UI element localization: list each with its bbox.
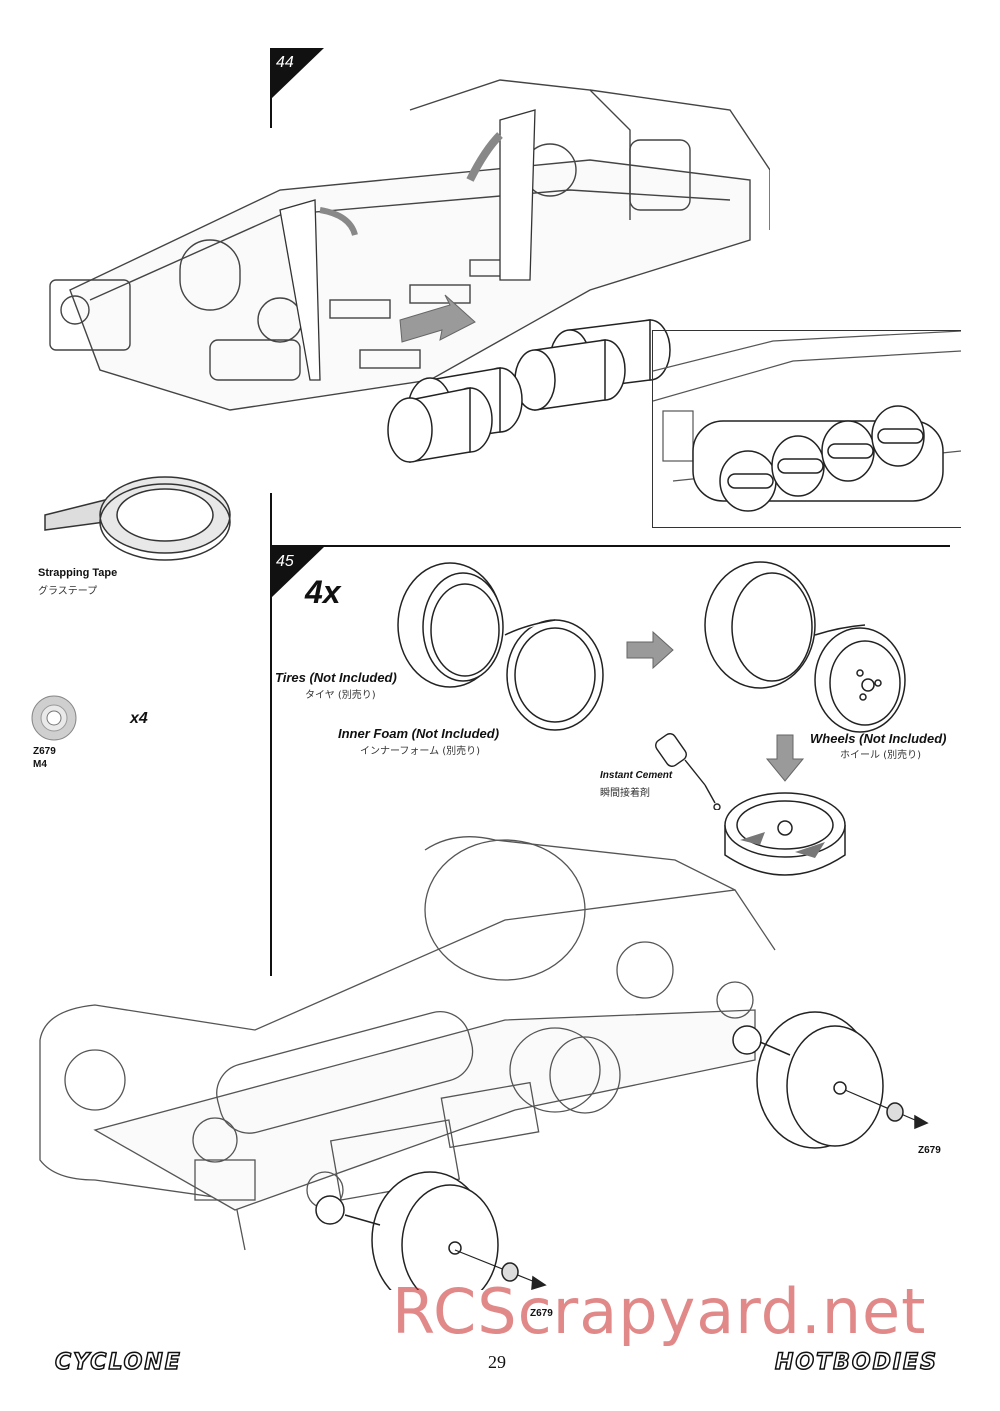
page-number: 29 (488, 1352, 506, 1372)
nut-label-rear: Z679 (530, 1308, 553, 1319)
cyclone-logo: CYCLONE (54, 1349, 182, 1376)
battery-inset-box (652, 330, 961, 528)
step-45-badge: 45 (272, 547, 328, 599)
chassis-battery-illustration (49, 79, 770, 463)
nut-label-front: Z679 (918, 1145, 941, 1156)
step44-divider (270, 48, 272, 128)
inner-foam-label-jp: インナーフォーム (別売り) (360, 746, 481, 757)
step-45-multiplier: 4x (305, 574, 341, 610)
washer-icon (31, 695, 77, 741)
washer-code: Z679 (33, 746, 56, 757)
cement-label-jp: 瞬間接着剤 (600, 788, 650, 799)
chassis-wheels-illustration (39, 836, 929, 1290)
right-arrow-icon (626, 630, 674, 670)
wheels-label-jp: ホイール (別売り) (840, 750, 921, 761)
cement-label: Instant Cement (600, 770, 673, 781)
step45-vertical-divider (270, 493, 272, 976)
strapping-tape-label-jp: グラステープ (38, 586, 98, 597)
tire-foam-illustration (397, 562, 604, 731)
step-44-number: 44 (276, 54, 294, 71)
step-45-number: 45 (276, 553, 294, 570)
strapping-tape-icon (44, 476, 231, 561)
tire-wheel-illustration (704, 561, 906, 733)
cement-bottle-icon (655, 733, 721, 810)
step45-horizontal-divider (270, 545, 950, 547)
inner-foam-label: Inner Foam (Not Included) (338, 726, 500, 741)
down-arrow-icon (765, 734, 805, 782)
wheels-label: Wheels (Not Included) (810, 731, 947, 746)
strapping-tape-label: Strapping Tape (38, 567, 118, 579)
tires-label: Tires (Not Included) (275, 670, 397, 685)
washer-quantity: x4 (130, 710, 148, 727)
hotbodies-logo: HOTBODIES (774, 1349, 938, 1376)
watermark-text: RCScrapyard.net (392, 1275, 927, 1348)
tires-label-jp: タイヤ (別売り) (305, 690, 376, 701)
glued-tire-illustration (724, 792, 846, 876)
step-44-badge: 44 (272, 48, 328, 100)
washer-size: M4 (33, 759, 47, 770)
